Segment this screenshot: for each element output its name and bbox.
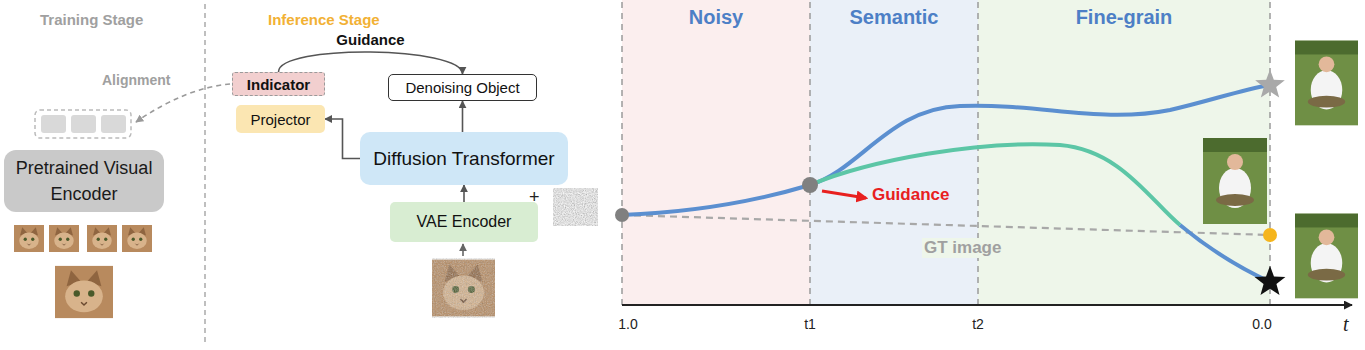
cat-image — [55, 266, 113, 318]
band-title: Fine-grain — [1076, 6, 1173, 29]
end-star — [1255, 69, 1285, 97]
stage-title: Training Stage — [40, 11, 143, 28]
guidance-arrow — [822, 191, 866, 198]
phase-band: Semantic — [810, 0, 978, 305]
connector-arrow — [325, 119, 360, 159]
sample-photo — [1295, 41, 1358, 126]
guided-trajectory — [1180, 225, 1270, 282]
box-label: VAE Encoder — [417, 213, 512, 231]
time-axis — [622, 304, 1352, 306]
box-label: Denoising Object — [405, 79, 519, 96]
end-star — [1255, 266, 1286, 295]
box-label: Diffusion Transformer — [373, 148, 554, 170]
encoder-box: VAE Encoder — [390, 202, 538, 242]
cat-crop — [87, 225, 117, 252]
connector-arrow — [279, 52, 463, 74]
phase-band: Noisy — [622, 0, 810, 305]
cat-crop — [49, 225, 79, 252]
t1-point — [802, 177, 818, 193]
indicator-box: Indicator — [232, 72, 325, 96]
box-label: Indicator — [247, 76, 310, 93]
feature-token — [71, 115, 96, 133]
alignment-arrow — [136, 84, 230, 122]
sample-photo — [1295, 214, 1358, 299]
axis-label: t — [1343, 313, 1349, 336]
connector-arrow — [462, 101, 464, 132]
stage-line — [621, 2, 623, 305]
noise-patch — [553, 188, 598, 226]
guided-trajectory — [810, 144, 1180, 225]
tick-label: t2 — [972, 316, 984, 332]
connector-arrow — [463, 185, 465, 202]
stage-line — [809, 2, 811, 305]
tick-label: 0.0 — [1252, 316, 1271, 332]
band-title: Noisy — [689, 6, 743, 29]
transformer-box: Diffusion Transformer — [360, 132, 568, 185]
arrow-label: Alignment — [100, 72, 172, 88]
noise-overlay — [432, 258, 495, 318]
feature-box — [35, 110, 131, 138]
input-arrow — [462, 244, 464, 256]
projector-box: Projector — [236, 105, 325, 133]
plus-sign: + — [529, 187, 540, 208]
stage-divider — [204, 4, 206, 346]
band-title: Semantic — [850, 6, 939, 29]
line-label: GT image — [922, 238, 1003, 258]
tick-label: t1 — [804, 316, 816, 332]
start-point — [615, 208, 629, 222]
gt-point — [1263, 228, 1277, 242]
sample-photo — [1203, 138, 1267, 224]
stage-line — [1269, 2, 1271, 305]
tick-label: 1.0 — [618, 316, 637, 332]
box-label: Projector — [250, 111, 310, 128]
stage-title: Inference Stage — [268, 11, 380, 28]
cat-crop — [122, 225, 152, 252]
cat-crop — [14, 225, 44, 252]
output-box: Denoising Object — [388, 74, 537, 101]
edge-label: Guidance — [334, 31, 406, 48]
feature-token — [101, 115, 126, 133]
arrow-label: Guidance — [872, 185, 949, 205]
box-label: Pretrained Visual Encoder — [12, 155, 156, 207]
stage-line — [977, 2, 979, 305]
encoder-box: Pretrained Visual Encoder — [4, 150, 164, 212]
feature-token — [41, 115, 66, 133]
